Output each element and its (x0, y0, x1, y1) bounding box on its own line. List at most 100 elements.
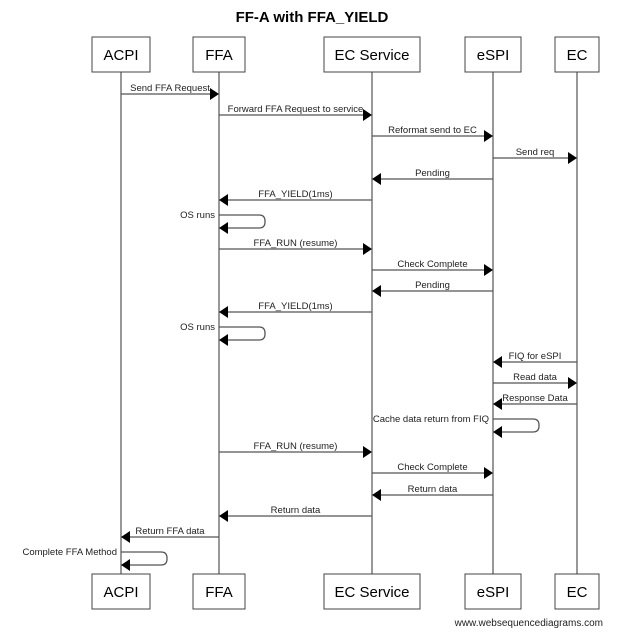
arrowhead-icon (493, 426, 502, 438)
arrowhead-icon (484, 467, 493, 479)
arrowhead-icon (372, 489, 381, 501)
arrowhead-icon (484, 130, 493, 142)
participant-acpi-bottom: ACPI (91, 573, 151, 610)
arrowhead-icon (493, 356, 502, 368)
arrowhead-icon (363, 109, 372, 121)
self-message: OS runs (180, 322, 266, 346)
participant-label: EC Service (334, 47, 409, 64)
participant-label: eSPI (477, 584, 510, 601)
message: Send FFA Request (121, 83, 219, 100)
message: Reformat send to EC (372, 125, 493, 142)
message-label: Send req (516, 147, 555, 158)
diagram-title: FF-A with FFA_YIELD (236, 9, 389, 26)
arrowhead-icon (568, 377, 577, 389)
participant-box (554, 36, 600, 73)
participant-label: eSPI (477, 47, 510, 64)
participant-box (323, 573, 421, 610)
self-message: Complete FFA Method (22, 547, 168, 571)
message: FFA_YIELD(1ms) (219, 301, 372, 318)
participant-box (192, 573, 246, 610)
participant-ffa-top: FFA (192, 36, 246, 73)
arrowhead-icon (484, 264, 493, 276)
message-label: Return data (408, 484, 458, 495)
participant-label: EC Service (334, 584, 409, 601)
message-label: Return FFA data (135, 526, 205, 537)
message-label: Response Data (502, 393, 568, 404)
message: FFA_YIELD(1ms) (219, 189, 372, 206)
message-label: FFA_YIELD(1ms) (258, 301, 332, 312)
message: Return data (372, 484, 493, 501)
message: Return FFA data (121, 526, 219, 543)
participant-espi-bottom: eSPI (464, 573, 522, 610)
self-message: Cache data return from FIQ (373, 414, 540, 438)
message-label: Return data (271, 505, 321, 516)
message-label: FIQ for eSPI (509, 351, 562, 362)
message-label: Pending (415, 280, 450, 291)
footer-watermark: www.websequencediagrams.com (454, 618, 603, 629)
arrowhead-icon (219, 510, 228, 522)
participants: ACPI ACPI FFA FFA EC Service EC Service eSPI eS… (91, 36, 600, 610)
participant-label: EC (567, 47, 588, 64)
participant-ffa-bottom: FFA (192, 573, 246, 610)
participant-label: EC (567, 584, 588, 601)
message-label: OS runs (180, 322, 215, 333)
participant-box (464, 36, 522, 73)
message-line (121, 551, 168, 566)
self-message: OS runs (180, 210, 266, 234)
participant-box (323, 36, 421, 73)
message-label: Forward FFA Request to service (228, 104, 364, 115)
message: Check Complete (372, 259, 493, 276)
message-label: Reformat send to EC (388, 125, 477, 136)
participant-label: FFA (205, 47, 233, 64)
participant-box (464, 573, 522, 610)
arrowhead-icon (568, 152, 577, 164)
message: Send req (493, 147, 577, 164)
message-line (219, 326, 266, 341)
arrowhead-icon (210, 88, 219, 100)
message: Pending (372, 168, 493, 185)
message-label: FFA_RUN (resume) (254, 441, 338, 452)
message: Forward FFA Request to service (219, 104, 372, 121)
arrowhead-icon (219, 222, 228, 234)
message: FFA_RUN (resume) (219, 441, 372, 458)
participant-acpi-top: ACPI (91, 36, 151, 73)
participant-espi-top: eSPI (464, 36, 522, 73)
arrowhead-icon (121, 531, 130, 543)
message-label: Cache data return from FIQ (373, 414, 489, 425)
message-label: Read data (513, 372, 558, 383)
participant-label: FFA (205, 584, 233, 601)
participant-ecs-top: EC Service (323, 36, 421, 73)
message: FFA_RUN (resume) (219, 238, 372, 255)
message: Pending (372, 280, 493, 297)
participant-box (91, 573, 151, 610)
message-label: Complete FFA Method (22, 547, 117, 558)
participant-ec-bottom: EC (554, 573, 600, 610)
participant-label: ACPI (103, 47, 138, 64)
participant-box (554, 573, 600, 610)
arrowhead-icon (219, 306, 228, 318)
message-label: Send FFA Request (130, 83, 210, 94)
participant-ec-top: EC (554, 36, 600, 73)
arrowhead-icon (493, 398, 502, 410)
message-label: FFA_RUN (resume) (254, 238, 338, 249)
message: Check Complete (372, 462, 493, 479)
message-label: Check Complete (397, 462, 467, 473)
arrowhead-icon (121, 559, 130, 571)
message: Return data (219, 505, 372, 522)
message-label: OS runs (180, 210, 215, 221)
participant-box (91, 36, 151, 73)
participant-ecs-bottom: EC Service (323, 573, 421, 610)
arrowhead-icon (372, 285, 381, 297)
message-label: Check Complete (397, 259, 467, 270)
message: FIQ for eSPI (493, 351, 577, 368)
message-label: FFA_YIELD(1ms) (258, 189, 332, 200)
participant-box (192, 36, 246, 73)
message: Read data (493, 372, 577, 389)
arrowhead-icon (219, 334, 228, 346)
message-label: Pending (415, 168, 450, 179)
arrowhead-icon (372, 173, 381, 185)
arrowhead-icon (363, 446, 372, 458)
arrowhead-icon (219, 194, 228, 206)
